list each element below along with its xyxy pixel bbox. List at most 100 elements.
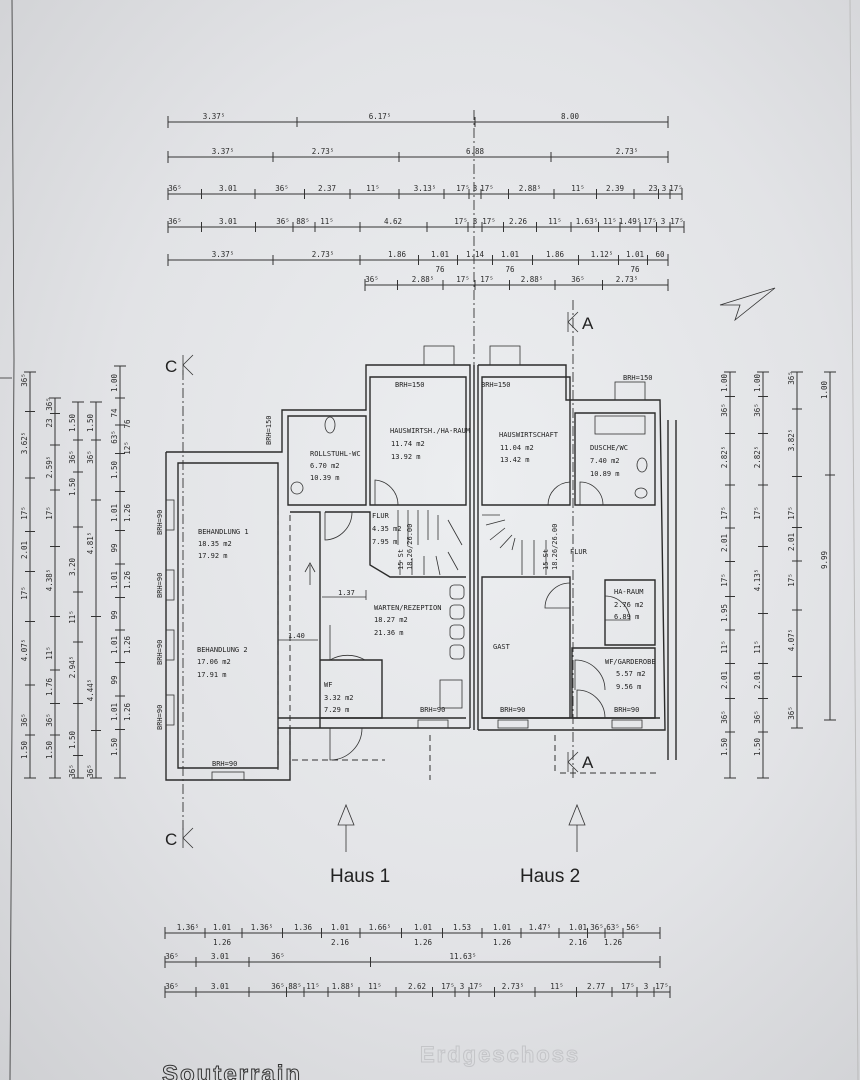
brh-label: BRH=90 [614, 706, 639, 714]
dimension-label: 1.86 [546, 250, 565, 259]
room-name: WARTEN/REZEPTION [374, 604, 441, 612]
dimension-label: 2.73⁵ [616, 275, 639, 284]
dimension-label: 17⁵ [45, 506, 54, 520]
room-perimeter: 10.89 m [590, 470, 620, 478]
dimension-label: 17⁵ [720, 573, 729, 587]
dimension-label: 2.01 [720, 534, 729, 552]
dimension-label: 36⁵ [271, 952, 285, 961]
dimension-label: 17⁵ [787, 506, 796, 520]
dimension-label: 1.95 [720, 604, 729, 622]
dimension-label: 1.63⁵ [576, 217, 599, 226]
dim-label: 1.40 [288, 632, 305, 640]
dimension-label: 1.26 [493, 938, 512, 947]
room-name: FLUR [570, 548, 588, 556]
dimension-label: 3 [661, 217, 666, 226]
dimension-label: 36⁵ [787, 706, 796, 720]
dimension-label: 1.01 [331, 923, 349, 932]
dimension-label: 2.26 [509, 217, 528, 226]
dimension-label: 2.88⁵ [519, 184, 542, 193]
dimension-label: 2.73⁵ [312, 147, 335, 156]
dimension-label: 3.01 [219, 184, 237, 193]
room-area: 4.35 m2 [372, 525, 402, 533]
dimension-label: 3.37⁵ [212, 147, 235, 156]
dimension-label: 3.01 [219, 217, 237, 226]
room-perimeter: 17.91 m [197, 671, 227, 679]
dimension-label: 12⁵ [123, 441, 132, 455]
dimension-label: 36⁵ [165, 982, 179, 991]
room-hauswirtschaft: HAUSWIRTSCHAFT 11.04 m2 13.42 m [499, 431, 559, 464]
dimension-label: 1.36⁵ [177, 923, 200, 932]
dimension-label: 11.63⁵ [449, 952, 476, 961]
dimension-label: 2.73⁵ [312, 250, 335, 259]
brh-label: BRH=90 [500, 706, 525, 714]
dimension-label: 1.01 [493, 923, 511, 932]
dimension-label: 2.39 [606, 184, 624, 193]
dimension-label: 11⁵ [366, 184, 380, 193]
dimension-label: 1.36⁵ [251, 923, 274, 932]
dimension-label: 2.73⁵ [502, 982, 525, 991]
dimension-label: 11⁵ [720, 640, 729, 654]
dimension-label: 1.14 [466, 250, 485, 259]
dimension-label: 2.01 [753, 671, 762, 689]
dimension-label: 36⁵ [590, 923, 604, 932]
dimension-label: 2.59⁵ [45, 456, 54, 479]
dimension-label: 17⁵ [643, 217, 657, 226]
dimension-label: 17⁵ [20, 506, 29, 520]
stair-ratio: 18.26/26.00 [406, 524, 414, 570]
dimension-label: 1.50 [68, 730, 77, 749]
room-perimeter: 17.92 m [198, 552, 228, 560]
dimension-label: 1.49⁵ [619, 217, 642, 226]
room-area: 2.76 m2 [614, 601, 644, 609]
dimension-label: 60 [655, 250, 665, 259]
dimension-label: 1.00 [820, 380, 829, 399]
section-marker-c-top: C [165, 354, 194, 376]
dimension-label: 2.82⁵ [720, 446, 729, 469]
dimension-label: 11⁵ [68, 610, 77, 624]
dimension-label: 36⁵ [45, 713, 54, 727]
dimension-label: 11⁵ [306, 982, 320, 991]
dimension-label: 11⁵ [368, 982, 382, 991]
dimension-label: 2.82⁵ [753, 446, 762, 469]
room-flur-haus2: FLUR [570, 548, 588, 556]
dimension-label: 2.01 [20, 541, 29, 559]
room-name: ROLLSTUHL-WC [310, 450, 361, 458]
dimension-label: 1.50 [753, 737, 762, 756]
dimension-label: 3.37⁵ [212, 250, 235, 259]
room-behandlung-1: BEHANDLUNG 1 18.35 m2 17.92 m [198, 528, 249, 560]
dimension-label: 17⁵ [469, 982, 483, 991]
dimension-label: 3.01 [211, 982, 229, 991]
dimension-label: 4.44⁵ [86, 679, 95, 702]
dimension-label: 1.50 [45, 740, 54, 759]
dimension-label: 9.99 [820, 551, 829, 569]
room-ha-raum: HA-RAUM 2.76 m2 6.89 m [614, 588, 644, 621]
dimension-label: 56⁵ [626, 923, 640, 932]
dimension-label: 1.01 [569, 923, 587, 932]
dimension-label: 17⁵ [480, 275, 494, 284]
dimension-label: 36⁵ [720, 710, 729, 724]
room-perimeter: 9.56 m [616, 683, 641, 691]
dimension-label: 2.62 [408, 982, 426, 991]
dimension-label: 17⁵ [441, 982, 455, 991]
dimension-label: 88⁵ [288, 982, 302, 991]
dimension-label: 4.07⁵ [20, 639, 29, 662]
dimension-label: 36⁵ [20, 713, 29, 727]
dimension-label: 3.82⁵ [787, 429, 796, 452]
show-through-title: Erdgeschoss [420, 1042, 580, 1067]
dimension-label: 3 [662, 184, 667, 193]
dimension-label: 11⁵ [753, 640, 762, 654]
dimension-label: 4.62 [384, 217, 402, 226]
dimension-label: 36⁵ [276, 217, 290, 226]
dimension-label: 1.36 [294, 923, 313, 932]
dimension-label: 2.01 [787, 533, 796, 551]
dimension-label: 1.00 [753, 373, 762, 392]
dimension-label: 11⁵ [45, 646, 54, 660]
room-area: 17.06 m2 [197, 658, 231, 666]
room-area: 11.04 m2 [500, 444, 534, 452]
dimension-label: 1.26 [123, 503, 132, 522]
dimension-label: 1.26 [123, 702, 132, 721]
